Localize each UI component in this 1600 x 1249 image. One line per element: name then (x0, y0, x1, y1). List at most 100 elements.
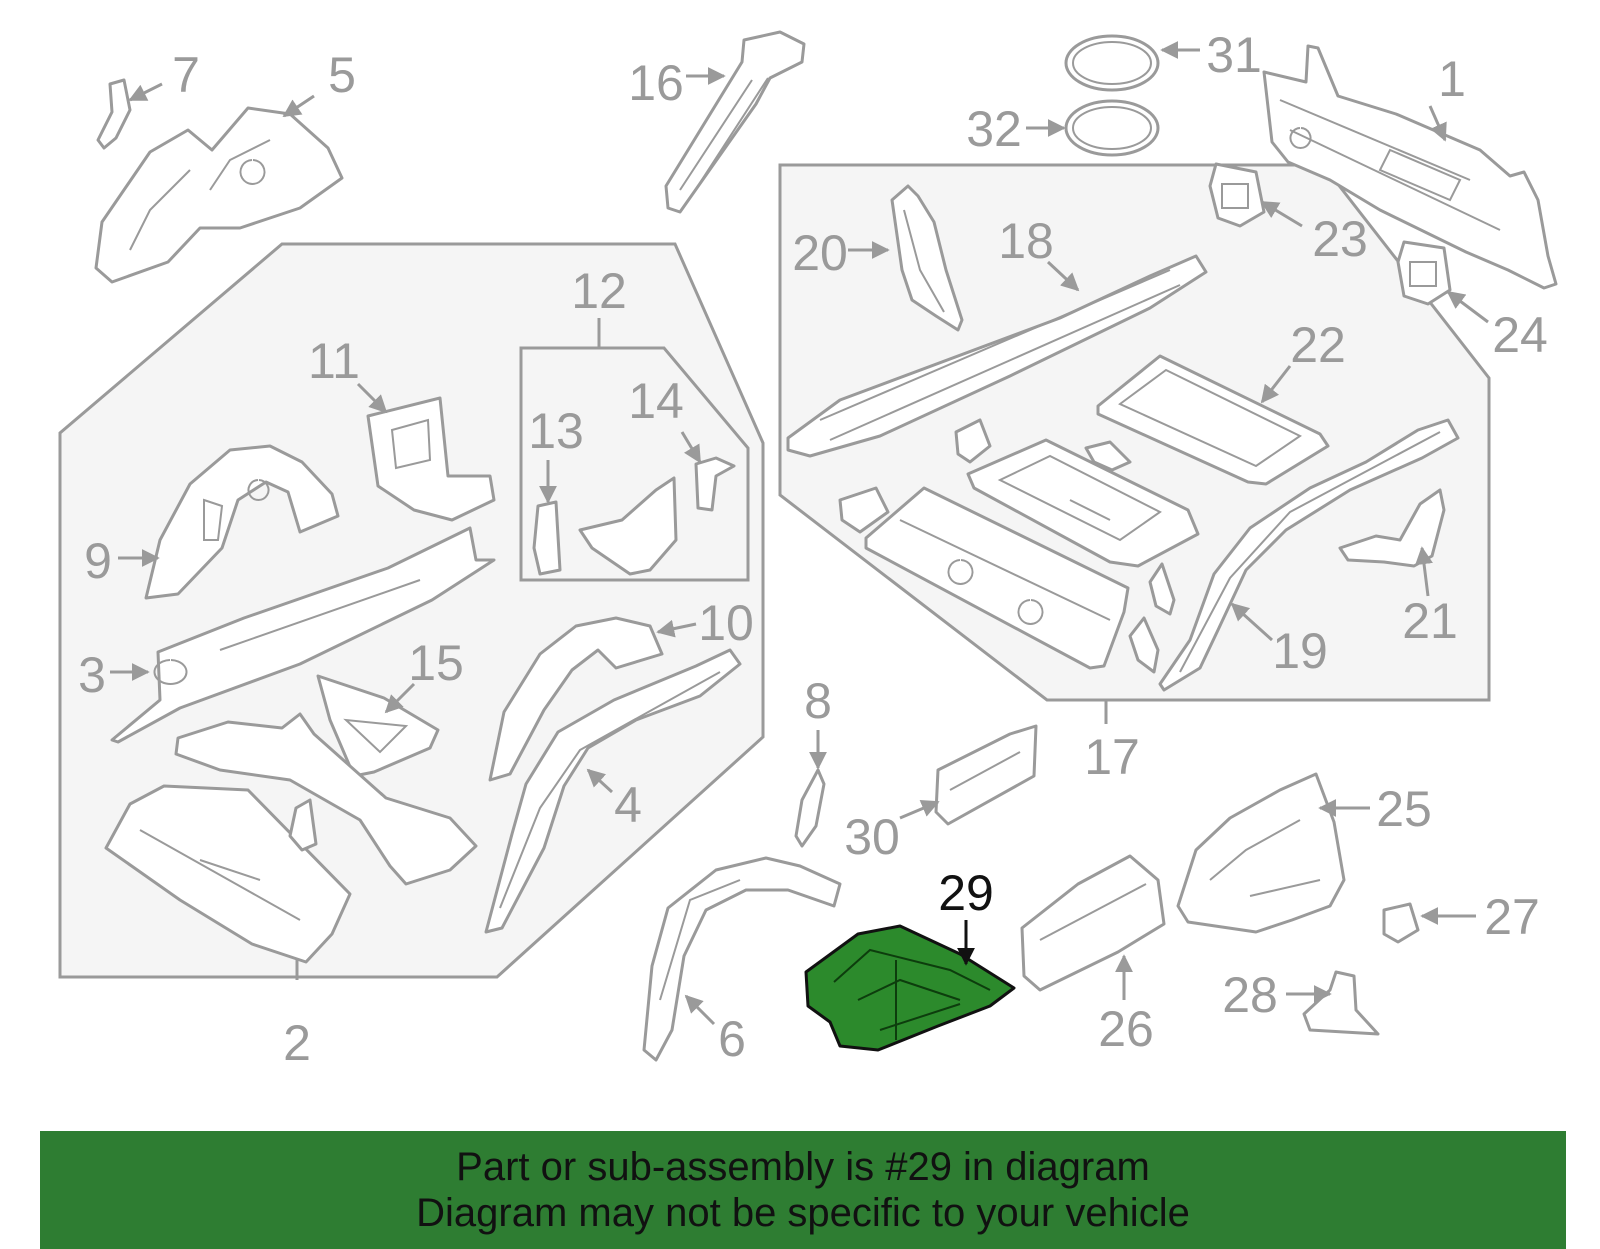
part-32-seal (1064, 99, 1160, 157)
part-17-small-b (954, 418, 992, 464)
part-28-bracket (1302, 970, 1380, 1036)
part-9-detail (203, 479, 270, 541)
label-31: 31 (1206, 27, 1262, 83)
part-29-spare-tire-well (804, 924, 1016, 1052)
part-17-small-c (1148, 562, 1176, 616)
part-22-detail (1118, 368, 1302, 468)
part-17-floor-detail (997, 454, 1162, 542)
part-14-bracket (578, 476, 678, 576)
label-3: 3 (78, 647, 106, 703)
part-16-pillar (664, 30, 806, 214)
part-31-seal-inner (1072, 41, 1152, 85)
label-30: 30 (844, 809, 900, 865)
label-11: 11 (308, 333, 360, 389)
part-3-rail (110, 526, 496, 744)
label-13: 13 (528, 403, 584, 459)
part-30-detail (949, 751, 1021, 791)
part-19-rail (1158, 418, 1460, 692)
part-2-floor-detail (139, 829, 301, 921)
part-2-small (288, 798, 318, 852)
part-17-panel-detail (899, 519, 1111, 625)
part-26-box (1020, 854, 1166, 992)
part-25-trim (1176, 772, 1346, 934)
label-2: 2 (283, 1015, 311, 1071)
part-11-detail (390, 418, 432, 470)
label-23: 23 (1312, 211, 1368, 267)
label-19: 19 (1272, 623, 1328, 679)
part-14-small (694, 456, 736, 512)
label-12: 12 (571, 263, 627, 319)
part-2-crossmember (174, 712, 478, 886)
part-25-detail (1209, 819, 1321, 897)
part-17-floor (966, 438, 1200, 568)
info-banner: Part or sub-assembly is #29 in diagram D… (40, 1131, 1566, 1249)
part-31-seal (1064, 34, 1160, 92)
part-27-clip (1382, 902, 1420, 944)
part-8-bracket (794, 768, 826, 848)
part-30-bracket (934, 724, 1038, 826)
part-29-detail (833, 948, 991, 1040)
label-5: 5 (328, 47, 356, 103)
part-19-detail (1179, 431, 1441, 673)
label-16: 16 (628, 55, 684, 111)
part-23-detail (1221, 183, 1249, 209)
part-5-detail (129, 139, 271, 251)
label-6: 6 (718, 1011, 746, 1067)
label-4: 4 (614, 777, 642, 833)
part-18-crossmember (786, 254, 1208, 458)
label-15: 15 (408, 635, 464, 691)
callout-labels: 1 2 3 4 5 6 7 8 9 10 11 12 13 14 15 16 1… (78, 27, 1548, 1071)
label-29: 29 (938, 865, 994, 921)
label-21: 21 (1402, 593, 1458, 649)
part-2-floor (104, 784, 352, 964)
part-10-wheelhouse (488, 616, 664, 782)
part-1-rear-panel (1262, 44, 1558, 290)
part-4-detail (499, 671, 721, 909)
label-28: 28 (1222, 967, 1278, 1023)
label-1: 1 (1438, 51, 1466, 107)
part-17-small-e (1084, 440, 1132, 472)
part-20-bracket (890, 184, 964, 332)
part-6-wheelhouse (642, 856, 842, 1062)
part-7-bracket (96, 78, 132, 150)
label-8: 8 (804, 673, 832, 729)
label-9: 9 (84, 533, 112, 589)
label-7: 7 (172, 47, 200, 103)
label-14: 14 (628, 373, 684, 429)
part-24-detail (1409, 261, 1437, 287)
group-outline-12 (519, 346, 750, 582)
part-22-panel (1096, 354, 1330, 486)
part-16-detail (679, 77, 769, 193)
part-24-bracket (1396, 240, 1452, 306)
part-17-small-a (838, 486, 890, 534)
banner-line-2: Diagram may not be specific to your vehi… (416, 1191, 1190, 1235)
part-5-wheelhouse (94, 106, 344, 284)
label-22: 22 (1290, 317, 1346, 373)
part-20-detail (903, 209, 945, 313)
part-3-detail (153, 579, 421, 685)
part-9-wheelhouse (144, 444, 340, 600)
part-17-small-d (1128, 616, 1160, 674)
label-20: 20 (792, 225, 848, 281)
part-6-detail (659, 879, 741, 1001)
part-17-panel (864, 486, 1130, 670)
part-13-bracket (532, 500, 562, 576)
label-25: 25 (1376, 781, 1432, 837)
leader-lines (110, 41, 1489, 1026)
part-32-seal-inner (1072, 106, 1152, 150)
label-18: 18 (998, 213, 1054, 269)
part-4-rail (484, 648, 742, 934)
label-24: 24 (1492, 307, 1548, 363)
part-23-bracket (1208, 162, 1266, 228)
label-32: 32 (966, 101, 1022, 157)
part-26-detail (1039, 883, 1147, 941)
label-26: 26 (1098, 1001, 1154, 1057)
part-1-detail (1279, 99, 1501, 231)
part-18-detail (819, 269, 1181, 441)
part-15-detail (343, 718, 409, 754)
label-27: 27 (1484, 889, 1540, 945)
label-10: 10 (698, 595, 754, 651)
label-17: 17 (1084, 729, 1140, 785)
banner-line-1: Part or sub-assembly is #29 in diagram (456, 1145, 1150, 1189)
